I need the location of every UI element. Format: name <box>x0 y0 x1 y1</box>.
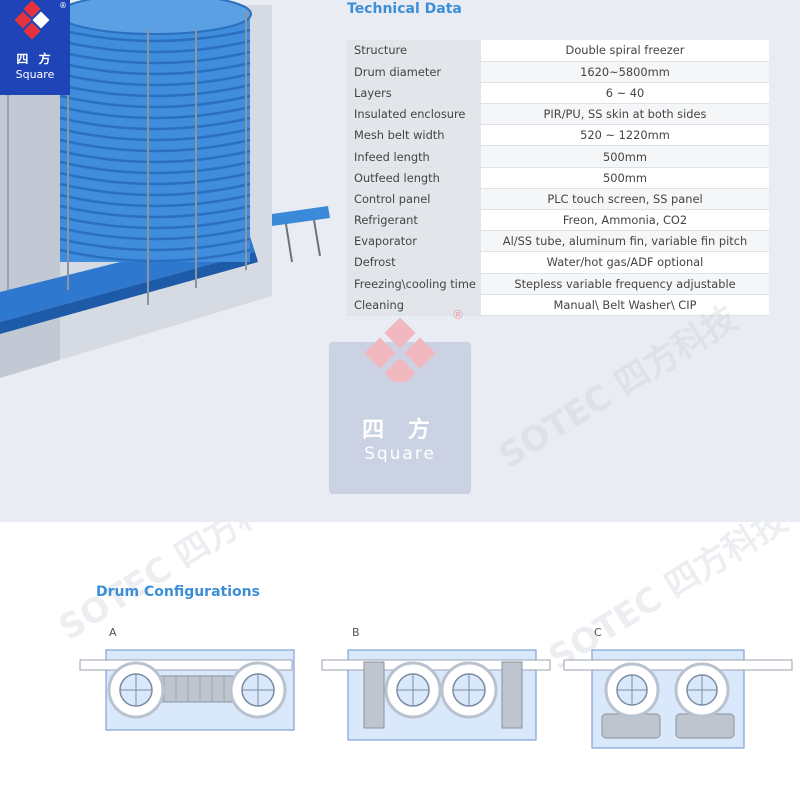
row-label: Layers <box>347 82 481 105</box>
logo-diamonds-icon <box>14 0 50 40</box>
watermark-chinese-text: 四 方 <box>362 418 438 443</box>
row-label: Drum diameter <box>347 61 481 83</box>
config-label-c: C <box>594 626 602 639</box>
row-label: Defrost <box>347 251 481 274</box>
spiral-freezer-illustration <box>0 0 330 378</box>
row-value: Al/SS tube, aluminum fin, variable fin p… <box>481 230 769 253</box>
config-label-b: B <box>352 626 360 639</box>
row-label: Structure <box>347 40 481 62</box>
row-value: 500mm <box>481 145 769 168</box>
registered-mark: ® <box>59 1 67 10</box>
row-label: Freezing\cooling time <box>347 273 481 295</box>
drum-configurations-section: SOTEC 四方科技 SOTEC 四方科技 Drum Configuration… <box>0 522 800 800</box>
row-value: 6 ~ 40 <box>481 82 769 105</box>
row-value: Freon, Ammonia, CO2 <box>481 209 769 232</box>
row-value: Water/hot gas/ADF optional <box>481 251 769 274</box>
row-label: Outfeed length <box>347 167 481 189</box>
drum-config-c-diagram <box>563 649 793 749</box>
row-value: Manual\ Belt Washer\ CIP <box>481 294 769 316</box>
row-value: 500mm <box>481 167 769 189</box>
row-label: Evaporator <box>347 230 481 253</box>
watermark-diamonds-icon <box>364 317 436 382</box>
drum-config-b-diagram <box>321 649 551 741</box>
logo-english-text: Square <box>15 68 55 81</box>
row-value: PLC touch screen, SS panel <box>481 188 769 211</box>
row-value: 520 ~ 1220mm <box>481 124 769 147</box>
row-label: Refrigerant <box>347 209 481 232</box>
row-label: Infeed length <box>347 145 481 168</box>
row-label: Mesh belt width <box>347 124 481 147</box>
row-label: Control panel <box>347 188 481 211</box>
watermark-registered-mark: ® <box>452 308 464 322</box>
technical-data-title: Technical Data <box>347 1 462 17</box>
config-label-a: A <box>109 626 117 639</box>
row-value: Stepless variable frequency adjustable <box>481 273 769 295</box>
background-watermark-top: SOTEC 四方科技 <box>491 298 745 477</box>
row-value: 1620~5800mm <box>481 61 769 83</box>
logo-chinese-text: 四 方 <box>16 52 54 66</box>
watermark-english-text: Square <box>364 444 436 464</box>
row-label: Insulated enclosure <box>347 103 481 126</box>
square-watermark: 四 方 Square <box>329 317 471 494</box>
company-logo: ® 四 方 Square <box>0 0 70 95</box>
drum-config-a-diagram <box>79 649 295 731</box>
row-value: PIR/PU, SS skin at both sides <box>481 103 769 126</box>
row-label: Cleaning <box>347 294 481 316</box>
row-value: Double spiral freezer <box>481 40 769 62</box>
drum-configurations-title: Drum Configurations <box>96 584 260 600</box>
